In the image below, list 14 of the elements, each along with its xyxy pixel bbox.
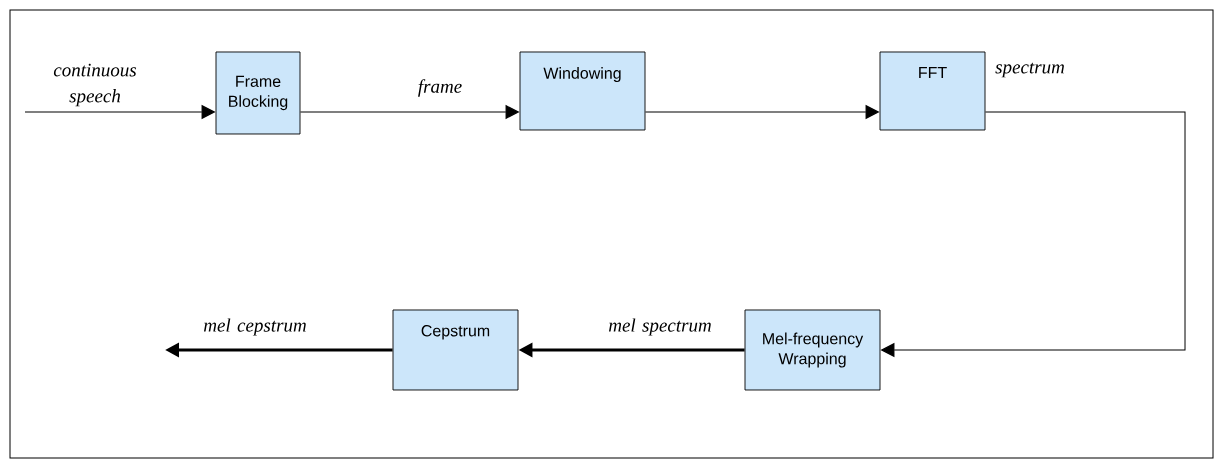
process-box: Frame Blocking — [215, 51, 301, 135]
edge-label: continuous speech — [53, 63, 137, 107]
arrow — [24, 105, 215, 119]
arrow — [644, 105, 879, 119]
edge-label: mel cepstrum — [204, 318, 306, 336]
process-box: Mel-frequency Wrapping — [744, 309, 881, 391]
process-box: Cepstrum — [392, 309, 519, 391]
arrow — [881, 111, 1186, 357]
edge-label: spectrum — [995, 62, 1065, 78]
process-box: Windowing — [519, 51, 646, 131]
process-box: FFT — [879, 51, 986, 131]
edge-label: frame — [418, 79, 462, 97]
arrow — [299, 105, 519, 119]
edge-label: mel spectrum — [609, 318, 711, 336]
